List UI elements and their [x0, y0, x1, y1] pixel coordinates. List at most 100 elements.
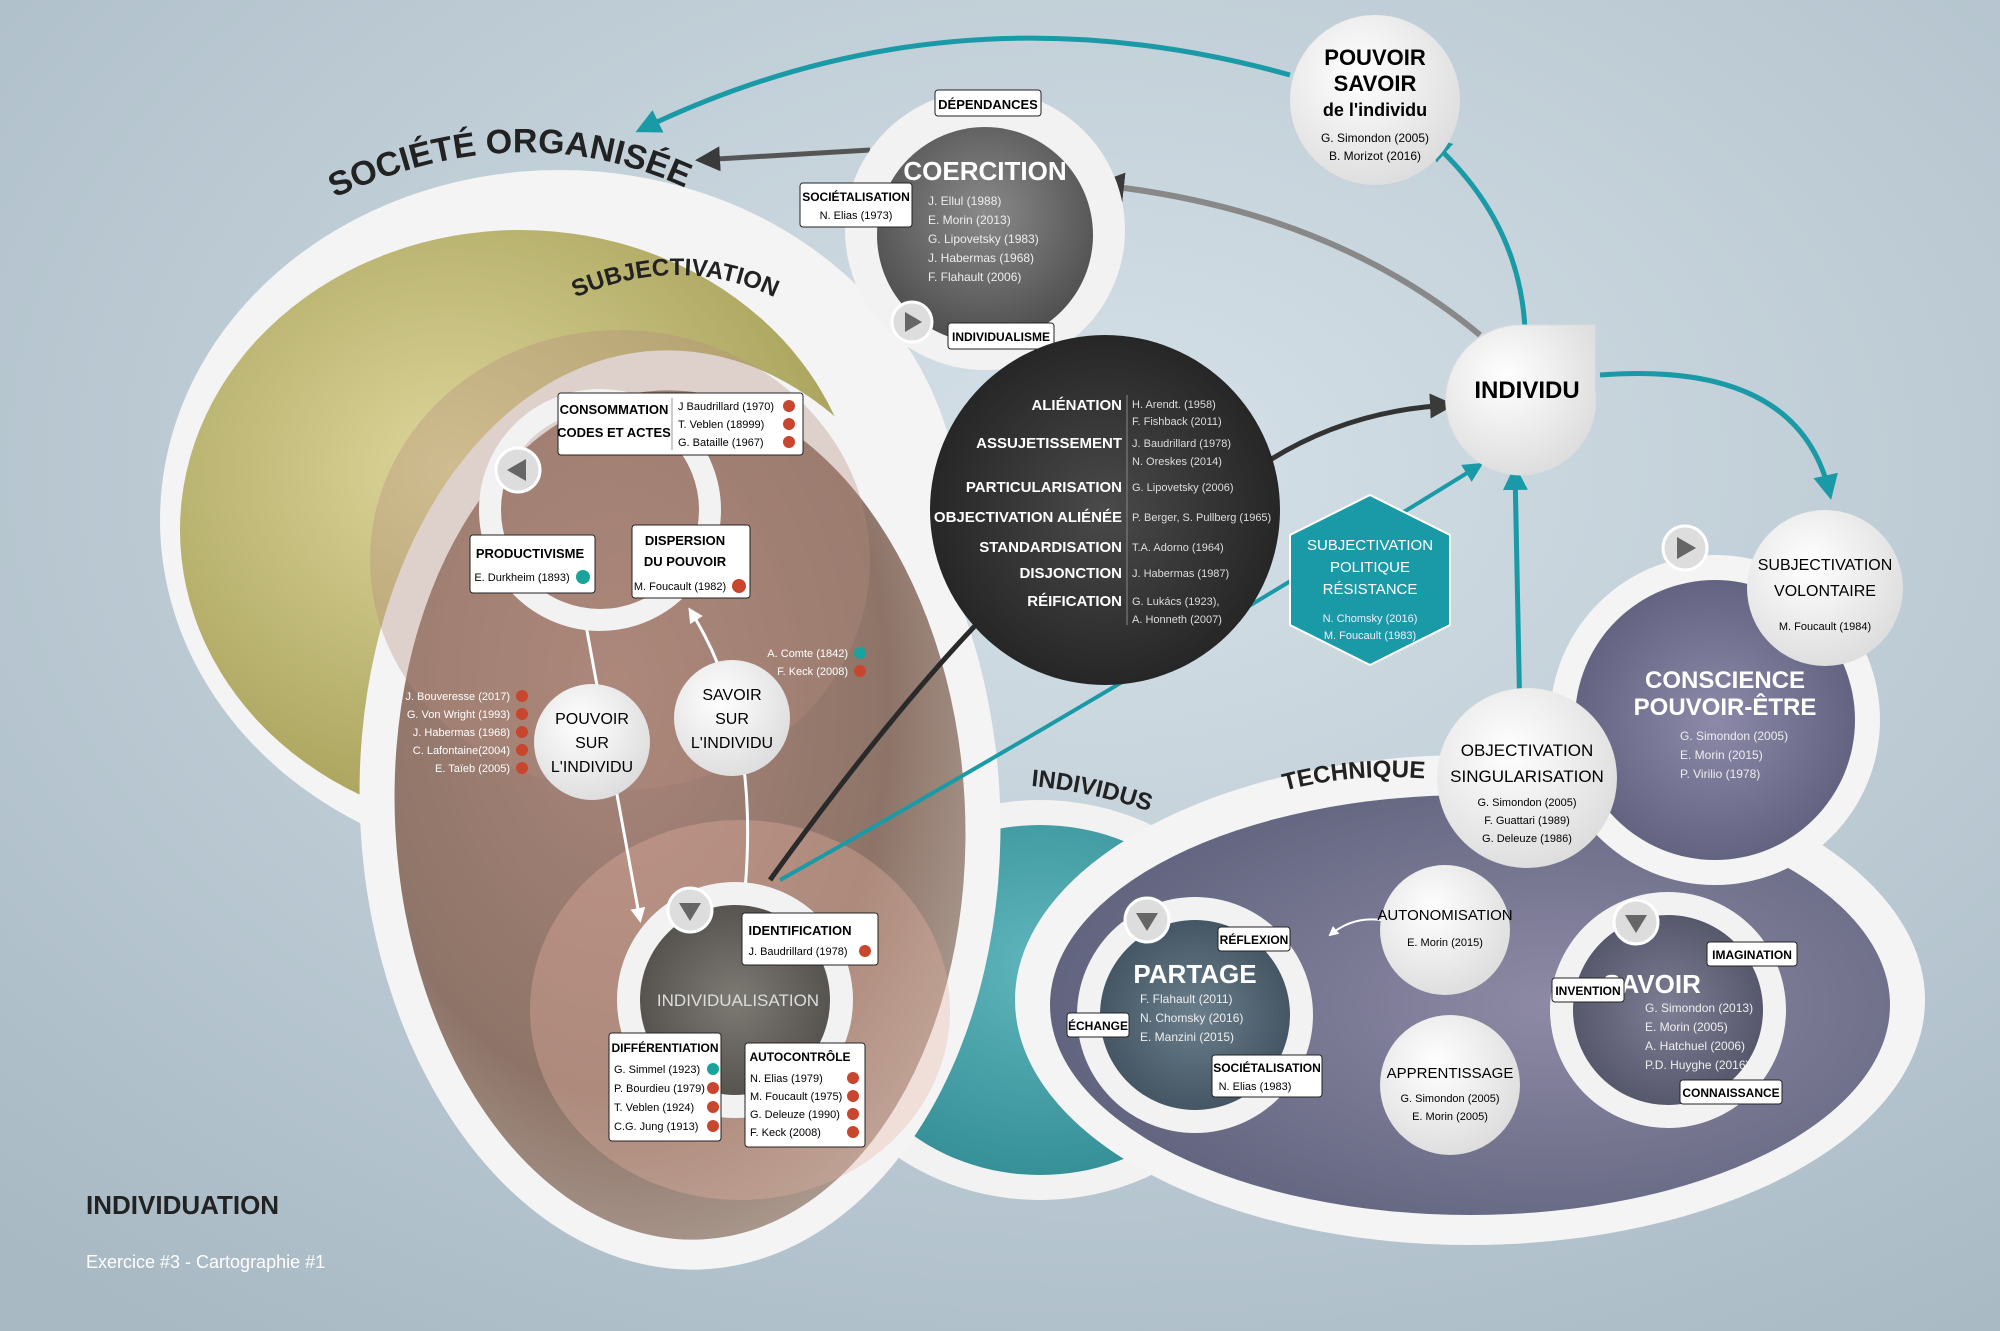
- left-ref: J. Bouveresse (2017): [405, 691, 510, 703]
- objectivation-ref: G. Deleuze (1986): [1482, 833, 1572, 845]
- play-button[interactable]: [1661, 524, 1709, 572]
- conscience-ref: G. Simondon (2005): [1680, 729, 1788, 743]
- pouvoir-individu-line2: SUR: [575, 735, 609, 752]
- alienation-term: ASSUJETISSEMENT: [976, 435, 1122, 452]
- alienation-ref: J. Baudrillard (1978): [1132, 438, 1231, 450]
- individualisation-label: INDIVIDUALISATION: [657, 991, 819, 1010]
- alienation-term: ALIÉNATION: [1031, 397, 1122, 414]
- apprentissage-label: APPRENTISSAGE: [1387, 1065, 1514, 1082]
- reflexion-label: RÉFLEXION: [1220, 932, 1289, 947]
- partage-ref: N. Chomsky (2016): [1140, 1011, 1243, 1025]
- play-icon[interactable]: [516, 708, 528, 720]
- pouvoir-savoir-line3: de l'individu: [1323, 100, 1427, 120]
- arrow-alienation-to-individu: [1268, 393, 1455, 463]
- play-icon[interactable]: [854, 665, 866, 677]
- alienation-ref: P. Berger, S. Pullberg (1965): [1132, 512, 1271, 524]
- arrow-individu-to-coercition: [1094, 172, 1482, 338]
- alienation-ref: F. Fishback (2011): [1132, 416, 1222, 428]
- play-icon[interactable]: [516, 762, 528, 774]
- connaissance-label: CONNAISSANCE: [1682, 1086, 1779, 1100]
- objectivation-node: OBJECTIVATION SINGULARISATION G. Simondo…: [1437, 688, 1617, 868]
- autocontrole-ref: M. Foucault (1975): [750, 1091, 842, 1103]
- collapse-button[interactable]: [666, 886, 714, 934]
- coercition-ref: J. Ellul (1988): [928, 194, 1001, 208]
- subj-volontaire-line1: SUBJECTIVATION: [1758, 557, 1893, 574]
- reflexion-tag: RÉFLEXION: [1217, 926, 1291, 952]
- arrow-coercition-to-societe: [695, 146, 871, 172]
- societalisation-label: SOCIÉTALISATION: [802, 189, 910, 204]
- productivisme-label: PRODUCTIVISME: [476, 546, 585, 561]
- apprentissage-ref: E. Morin (2005): [1412, 1111, 1488, 1123]
- savoir-individu-line2: SUR: [715, 711, 749, 728]
- individualisme-tag: INDIVIDUALISME: [947, 322, 1055, 350]
- autocontrole-ref: F. Keck (2008): [750, 1127, 821, 1139]
- individu-node: INDIVIDU: [1445, 324, 1597, 476]
- savoir-ref: E. Morin (2005): [1645, 1020, 1728, 1034]
- play-icon[interactable]: [516, 744, 528, 756]
- echange-label: ÉCHANGE: [1068, 1018, 1128, 1033]
- objectivation-ref: G. Simondon (2005): [1477, 797, 1576, 809]
- partage-title: PARTAGE: [1133, 959, 1256, 989]
- conscience-ref: P. Virilio (1978): [1680, 767, 1760, 781]
- autocontrole-tag: AUTOCONTRÔLE N. Elias (1979) M. Foucault…: [744, 1042, 866, 1148]
- keck-ref: F. Keck (2008): [777, 666, 848, 678]
- savoir-ref: G. Simondon (2013): [1645, 1001, 1753, 1015]
- imagination-label: IMAGINATION: [1712, 948, 1792, 962]
- arrow-objectivation-to-individu: [1502, 465, 1528, 721]
- societalisation-tag: SOCIÉTALISATION N. Elias (1973): [799, 182, 913, 228]
- arrow-individu-to-volontaire: [1599, 371, 1838, 500]
- left-ref: E. Taïeb (2005): [435, 763, 510, 775]
- autonomisation-ref: E. Morin (2015): [1407, 937, 1483, 949]
- coercition-ref: J. Habermas (1968): [928, 251, 1034, 265]
- alienation-ref: G. Lipovetsky (2006): [1132, 482, 1234, 494]
- alienation-ref: N. Oreskes (2014): [1132, 456, 1222, 468]
- collapse-button[interactable]: [1612, 898, 1660, 946]
- alienation-ref: A. Honneth (2007): [1132, 614, 1222, 626]
- subj-politique-line1: SUBJECTIVATION: [1307, 537, 1433, 554]
- alienation-ref: G. Lukács (1923),: [1132, 596, 1219, 608]
- play-button[interactable]: [890, 300, 934, 344]
- collapse-button[interactable]: [1123, 896, 1171, 944]
- dispersion-line2: DU POUVOIR: [644, 554, 727, 569]
- pouvoir-individu-line1: POUVOIR: [555, 711, 629, 728]
- partage-societalisation-ref: N. Elias (1983): [1219, 1081, 1292, 1093]
- apprentissage-node: APPRENTISSAGE G. Simondon (2005) E. Mori…: [1380, 1015, 1520, 1155]
- play-icon[interactable]: [854, 647, 866, 659]
- dispersion-tag: DISPERSION DU POUVOIR M. Foucault (1982): [631, 524, 751, 599]
- pouvoir-savoir-ref: B. Morizot (2016): [1329, 149, 1421, 163]
- alienation-ref: H. Arendt. (1958): [1132, 399, 1216, 411]
- conscience-title-1: CONSCIENCE: [1645, 667, 1805, 694]
- dispersion-ref: M. Foucault (1982): [634, 581, 726, 593]
- subj-volontaire-node: SUBJECTIVATION VOLONTAIRE M. Foucault (1…: [1747, 510, 1903, 666]
- alienation-term: DISJONCTION: [1019, 565, 1122, 582]
- partage-societalisation-tag: SOCIÉTALISATION N. Elias (1983): [1211, 1054, 1323, 1098]
- arrow-individualisation-to-alienation: [767, 598, 1002, 882]
- individualisme-label: INDIVIDUALISME: [952, 330, 1050, 344]
- alienation-term: PARTICULARISATION: [966, 479, 1122, 496]
- partage-ref: E. Manzini (2015): [1140, 1030, 1234, 1044]
- dependances-label: DÉPENDANCES: [938, 97, 1038, 112]
- coercition-title: COERCITION: [903, 156, 1066, 186]
- play-icon[interactable]: [516, 726, 528, 738]
- consommation-ref: T. Veblen (18999): [678, 419, 764, 431]
- back-button[interactable]: [494, 446, 542, 494]
- echange-tag: ÉCHANGE: [1066, 1012, 1130, 1038]
- differentiation-ref: C.G. Jung (1913): [614, 1121, 698, 1133]
- comte-ref: A. Comte (1842): [767, 648, 848, 660]
- apprentissage-ref: G. Simondon (2005): [1400, 1093, 1499, 1105]
- differentiation-ref: P. Bourdieu (1979): [614, 1083, 705, 1095]
- conscience-ref: E. Morin (2015): [1680, 748, 1763, 762]
- alienation-node: ALIÉNATION H. Arendt. (1958) F. Fishback…: [930, 335, 1280, 685]
- societalisation-ref: N. Elias (1973): [820, 210, 893, 222]
- savoir-individu-line1: SAVOIR: [702, 687, 761, 704]
- subj-volontaire-line2: VOLONTAIRE: [1774, 583, 1876, 600]
- pouvoir-savoir-line1: POUVOIR: [1324, 45, 1426, 70]
- alienation-ref: T.A. Adorno (1964): [1132, 542, 1224, 554]
- left-ref: J. Habermas (1968): [413, 727, 510, 739]
- autocontrole-ref: G. Deleuze (1990): [750, 1109, 840, 1121]
- coercition-ref: F. Flahault (2006): [928, 270, 1021, 284]
- play-icon[interactable]: [516, 690, 528, 702]
- objectivation-ref: F. Guattari (1989): [1484, 815, 1570, 827]
- consommation-ref: G. Bataille (1967): [678, 437, 764, 449]
- subj-politique-line3: RÉSISTANCE: [1323, 581, 1418, 598]
